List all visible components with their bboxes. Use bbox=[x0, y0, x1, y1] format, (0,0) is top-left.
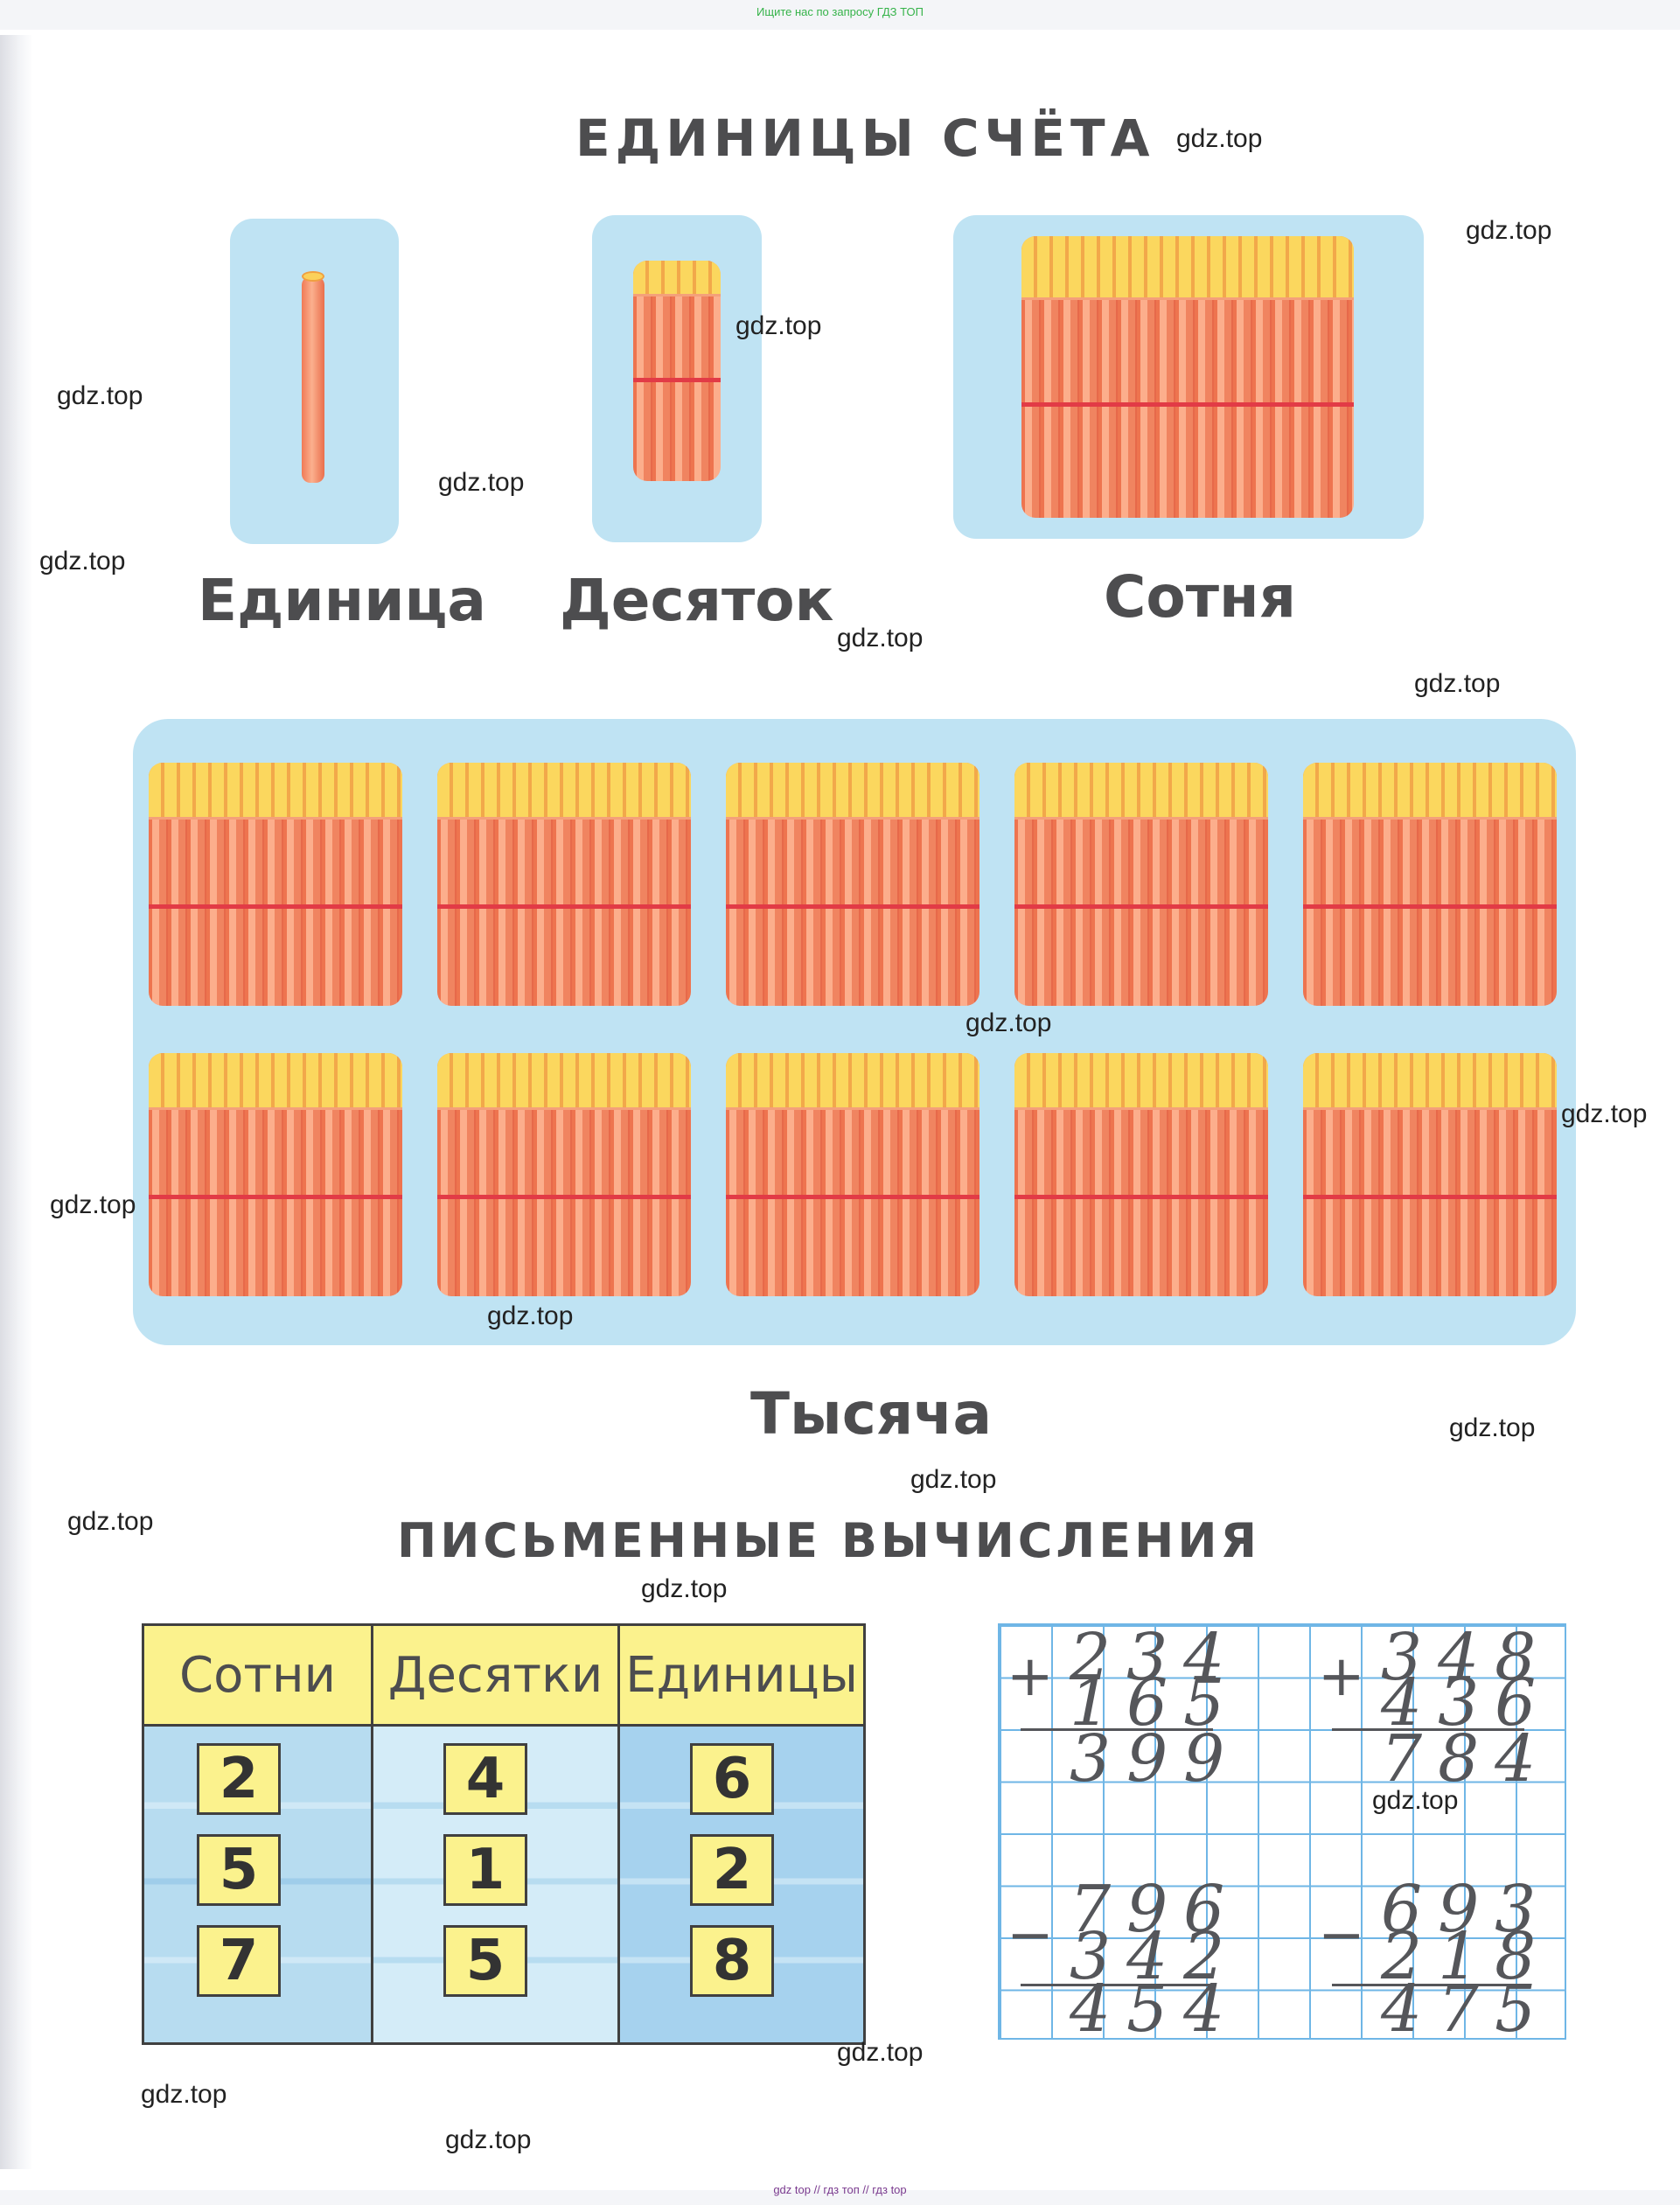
watermark: gdz.top bbox=[487, 1301, 574, 1330]
hundred-card bbox=[953, 215, 1424, 539]
hundred-bundle-icon bbox=[1014, 763, 1268, 1006]
minus-sign: − bbox=[1318, 1903, 1365, 1968]
hundred-bundle-icon bbox=[1303, 1053, 1557, 1296]
difference-line bbox=[1021, 1984, 1213, 1986]
hundred-bundle-icon bbox=[149, 1053, 402, 1296]
unit-card bbox=[230, 219, 399, 544]
watermark: gdz.top bbox=[1449, 1413, 1536, 1442]
minus-sign: − bbox=[1007, 1903, 1054, 1968]
difference-result: 454 bbox=[1070, 1971, 1241, 2047]
header-tens: Десятки bbox=[373, 1626, 620, 1724]
watermark: gdz.top bbox=[1176, 124, 1263, 153]
hundred-bundle-icon bbox=[437, 1053, 691, 1296]
bottom-banner[interactable]: gdz top // гдз топ // гдз top bbox=[773, 2183, 907, 2196]
digit-units-row2: 2 bbox=[690, 1834, 774, 1906]
hundred-bundle-icon bbox=[437, 763, 691, 1006]
hundred-bundle-icon bbox=[726, 1053, 979, 1296]
digit-units-row1: 6 bbox=[690, 1743, 774, 1815]
label-hundred: Сотня bbox=[1104, 563, 1297, 631]
hundred-bundle-icon bbox=[1021, 236, 1354, 518]
watermark: gdz.top bbox=[57, 381, 143, 410]
digit-tens-row1: 4 bbox=[443, 1743, 527, 1815]
subtrahend: 218 bbox=[1381, 1919, 1552, 1994]
digit-units-row3: 8 bbox=[690, 1925, 774, 1997]
section-title-counting-units: ЕДИНИЦЫ СЧЁТА bbox=[575, 108, 1155, 168]
sum-line bbox=[1021, 1728, 1213, 1731]
watermark: gdz.top bbox=[39, 547, 126, 576]
watermark: gdz.top bbox=[910, 1465, 997, 1494]
column-addition-worksheet: + 234 165 399 + 348 436 784 − 796 342 45… bbox=[998, 1620, 1566, 2047]
addend-1: 234 bbox=[1070, 1620, 1241, 1695]
watermark: gdz.top bbox=[965, 1008, 1052, 1037]
minuend: 693 bbox=[1381, 1872, 1552, 1947]
label-ten: Десяток bbox=[560, 567, 834, 634]
watermark: gdz.top bbox=[50, 1190, 136, 1219]
label-unit: Единица bbox=[198, 567, 486, 634]
label-thousand: Тысяча bbox=[750, 1380, 993, 1448]
ten-bundle-icon bbox=[633, 261, 721, 481]
sum-result: 784 bbox=[1381, 1721, 1552, 1797]
hundred-bundle-icon bbox=[1303, 763, 1557, 1006]
digit-hundreds-row3: 7 bbox=[197, 1925, 281, 1997]
top-banner[interactable]: Ищите нас по запросу ГДЗ ТОП bbox=[756, 5, 924, 18]
watermark: gdz.top bbox=[837, 2038, 924, 2067]
plus-sign: + bbox=[1007, 1644, 1054, 1709]
sum-line bbox=[1332, 1728, 1524, 1731]
subtrahend: 342 bbox=[1070, 1919, 1241, 1994]
hundred-bundle-icon bbox=[1014, 1053, 1268, 1296]
plus-sign: + bbox=[1318, 1644, 1365, 1709]
watermark: gdz.top bbox=[141, 2080, 227, 2109]
thousand-card bbox=[133, 719, 1576, 1345]
digit-tens-row2: 1 bbox=[443, 1834, 527, 1906]
single-stick-icon bbox=[302, 271, 324, 483]
watermark: gdz.top bbox=[438, 468, 525, 497]
watermark: gdz.top bbox=[837, 624, 924, 652]
watermark: gdz.top bbox=[1466, 216, 1552, 245]
sum-result: 399 bbox=[1070, 1721, 1241, 1797]
digit-hundreds-row1: 2 bbox=[197, 1743, 281, 1815]
addend-2: 165 bbox=[1070, 1665, 1241, 1741]
place-value-table: Сотни Десятки Единицы 2 4 6 5 1 2 7 5 8 bbox=[142, 1623, 866, 2045]
digit-hundreds-row2: 5 bbox=[197, 1834, 281, 1906]
header-hundreds: Сотни bbox=[144, 1626, 373, 1724]
watermark: gdz.top bbox=[445, 2125, 532, 2154]
watermark: gdz.top bbox=[1372, 1786, 1459, 1815]
page-binding-shadow bbox=[0, 35, 33, 2169]
section-title-written-calculations: ПИСЬМЕННЫЕ ВЫЧИСЛЕНИЯ bbox=[397, 1513, 1261, 1568]
watermark: gdz.top bbox=[641, 1574, 728, 1603]
addend-2: 436 bbox=[1381, 1665, 1552, 1741]
hundred-bundle-icon bbox=[149, 763, 402, 1006]
watermark: gdz.top bbox=[1414, 669, 1501, 698]
watermark: gdz.top bbox=[1561, 1099, 1648, 1128]
ten-card bbox=[592, 215, 762, 542]
watermark: gdz.top bbox=[735, 311, 822, 340]
difference-result: 475 bbox=[1381, 1971, 1552, 2047]
digit-tens-row3: 5 bbox=[443, 1925, 527, 1997]
difference-line bbox=[1332, 1984, 1524, 1986]
watermark: gdz.top bbox=[67, 1507, 154, 1536]
header-units: Единицы bbox=[620, 1626, 863, 1724]
minuend: 796 bbox=[1070, 1872, 1241, 1947]
hundred-bundle-icon bbox=[726, 763, 979, 1006]
addend-1: 348 bbox=[1381, 1620, 1552, 1695]
